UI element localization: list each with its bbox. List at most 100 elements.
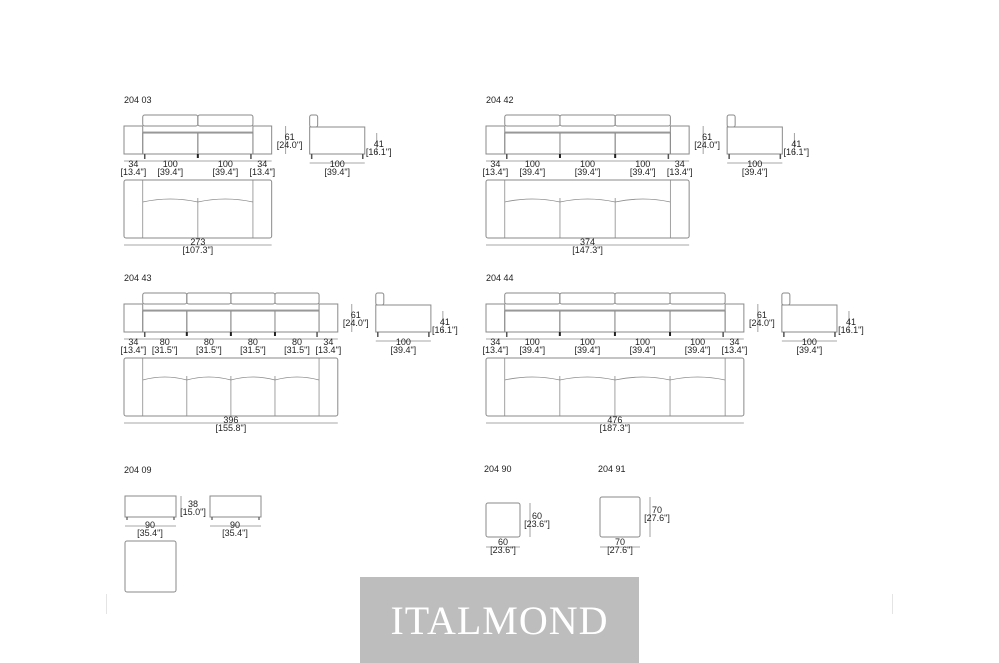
model-1-plan-back-curve xyxy=(142,198,198,203)
unit-2-code: 204 91 xyxy=(598,464,626,474)
model-4-front-seat-cushion xyxy=(504,310,561,333)
model-2-plan-back-curve xyxy=(559,198,616,203)
model-2-total-label-cm: 374 xyxy=(580,237,595,247)
model-3-plan-back-curve xyxy=(186,376,231,381)
model-3-seat-1-label-cm: 34 xyxy=(128,337,138,347)
unit-1-width-label-cm: 60 xyxy=(498,537,508,547)
model-4-seat-3-label-cm: 100 xyxy=(580,337,595,347)
unit-1-code: 204 90 xyxy=(484,464,512,474)
model-3-height-label-cm: 61 xyxy=(351,310,361,320)
model-3-plan-back-curve xyxy=(230,376,276,381)
model-2-seat-1-label-cm: 34 xyxy=(490,159,500,169)
model-3-side-back xyxy=(375,292,385,306)
model-1-front-seat-cushion xyxy=(197,132,254,155)
model-1-seat-4-label-cm: 34 xyxy=(257,159,267,169)
model-4-plan-back-curve xyxy=(504,376,560,381)
model-1-height-label-in: [24.0"] xyxy=(277,140,303,150)
model-3-seat-5-label-in: [31.5"] xyxy=(284,345,310,355)
ottoman-height-label-cm: 38 xyxy=(188,499,198,509)
model-4-seat-6-label-in: [13.4"] xyxy=(722,345,748,355)
model-4-front-arm-left xyxy=(485,303,506,333)
model-4-seat-6-label-cm: 34 xyxy=(729,337,739,347)
model-2-front-seat-cushion xyxy=(614,132,671,155)
model-2-front-back-cushion xyxy=(614,114,671,127)
model-4-seat-5-label-cm: 100 xyxy=(690,337,705,347)
model-1-front-seat-cushion xyxy=(142,132,199,155)
unit-2-width-label-cm: 70 xyxy=(615,537,625,547)
model-1-seat-2-label-cm: 100 xyxy=(163,159,178,169)
model-2-seat-4-label-cm: 100 xyxy=(635,159,650,169)
model-4-front-seat-cushion xyxy=(559,310,616,333)
model-1-height-label-cm: 61 xyxy=(285,132,295,142)
model-4-front-seat-cushion xyxy=(614,310,671,333)
ottoman-width-label-cm: 90 xyxy=(145,520,155,530)
model-1-front-back-cushion xyxy=(142,114,199,127)
model-4-front-seat-cushion xyxy=(669,310,726,333)
model-4-seat-height-label-cm: 41 xyxy=(846,317,856,327)
model-1-seat-height-label-cm: 41 xyxy=(374,139,384,149)
model-2-front-back-cushion xyxy=(559,114,616,127)
model-4-seat-4-label-in: [39.4"] xyxy=(630,345,656,355)
model-4-plan-back-curve xyxy=(614,376,671,381)
model-2-plan-back-curve xyxy=(615,198,671,203)
model-2-code: 204 42 xyxy=(486,95,514,105)
model-3-total-label-in: [155.8"] xyxy=(216,423,247,433)
unit-2-plan xyxy=(599,496,641,538)
unit-2-depth-label-cm: 70 xyxy=(652,505,662,515)
model-2-plan-outline xyxy=(485,179,690,239)
unit-1-depth-label-cm: 60 xyxy=(532,511,542,521)
model-2-side-depth-label-in: [39.4"] xyxy=(742,167,768,177)
ottoman-plan xyxy=(124,540,177,593)
model-1-front-arm-right xyxy=(252,125,273,155)
ottoman-width-right-label-cm: 90 xyxy=(230,520,240,530)
model-2-seat-4-label-in: [39.4"] xyxy=(630,167,656,177)
model-4-total-label-in: [187.3"] xyxy=(600,423,631,433)
model-4-side-depth-label-cm: 100 xyxy=(802,337,817,347)
model-3-seat-6-label-cm: 34 xyxy=(323,337,333,347)
ottoman-front-left xyxy=(124,495,177,518)
model-3-plan-back-curve xyxy=(274,376,320,381)
model-4-side-body xyxy=(781,304,838,333)
model-1-seat-1-label-in: [13.4"] xyxy=(121,167,147,177)
model-4-seat-4-label-cm: 100 xyxy=(635,337,650,347)
model-2-front-back-cushion xyxy=(504,114,561,127)
model-3-front-back-cushion xyxy=(186,292,232,305)
model-2-side-body xyxy=(726,126,783,155)
model-4-front-back-cushion xyxy=(559,292,616,305)
right-edge-mark xyxy=(892,594,893,614)
model-3-front-back-cushion xyxy=(274,292,320,305)
model-4-plan-back-curve xyxy=(559,376,616,381)
model-4-code: 204 44 xyxy=(486,273,514,283)
unit-2-depth-label-in: [27.6"] xyxy=(644,513,670,523)
model-3-total-label-cm: 396 xyxy=(223,415,238,425)
model-3-seat-4-label-in: [31.5"] xyxy=(240,345,266,355)
model-3-side-depth-label-in: [39.4"] xyxy=(390,345,416,355)
model-4-seat-5-label-in: [39.4"] xyxy=(685,345,711,355)
model-2-side-back xyxy=(726,114,736,128)
model-4-side-back xyxy=(781,292,791,306)
model-4-front-arm-right xyxy=(724,303,745,333)
model-4-seat-3-label-in: [39.4"] xyxy=(575,345,601,355)
ottoman-height-label-in: [15.0"] xyxy=(180,507,206,517)
model-2-total-label-in: [147.3"] xyxy=(572,245,603,255)
model-3-seat-5-label-cm: 80 xyxy=(292,337,302,347)
model-1-front-back-cushion xyxy=(197,114,254,127)
model-3-side-depth-label-cm: 100 xyxy=(396,337,411,347)
unit-1-width-label-in: [23.6"] xyxy=(490,545,516,555)
model-3-height-label-in: [24.0"] xyxy=(343,318,369,328)
left-edge-mark xyxy=(106,594,107,614)
unit-1-plan xyxy=(485,502,521,538)
model-2-front-seat-cushion xyxy=(559,132,616,155)
model-2-seat-3-label-cm: 100 xyxy=(580,159,595,169)
model-3-side-body xyxy=(375,304,432,333)
model-3-seat-height-label-cm: 41 xyxy=(440,317,450,327)
model-2-seat-2-label-in: [39.4"] xyxy=(520,167,546,177)
model-3-front-seat-cushion xyxy=(230,310,276,333)
model-4-seat-1-label-in: [13.4"] xyxy=(483,345,509,355)
model-2-plan-back-curve xyxy=(504,198,561,203)
model-1-code: 204 03 xyxy=(124,95,152,105)
model-2-seat-2-label-cm: 100 xyxy=(525,159,540,169)
model-3-seat-height-label-in: [16.1"] xyxy=(432,325,458,335)
model-2-seat-5-label-cm: 34 xyxy=(675,159,685,169)
model-3-front-arm-right xyxy=(318,303,339,333)
